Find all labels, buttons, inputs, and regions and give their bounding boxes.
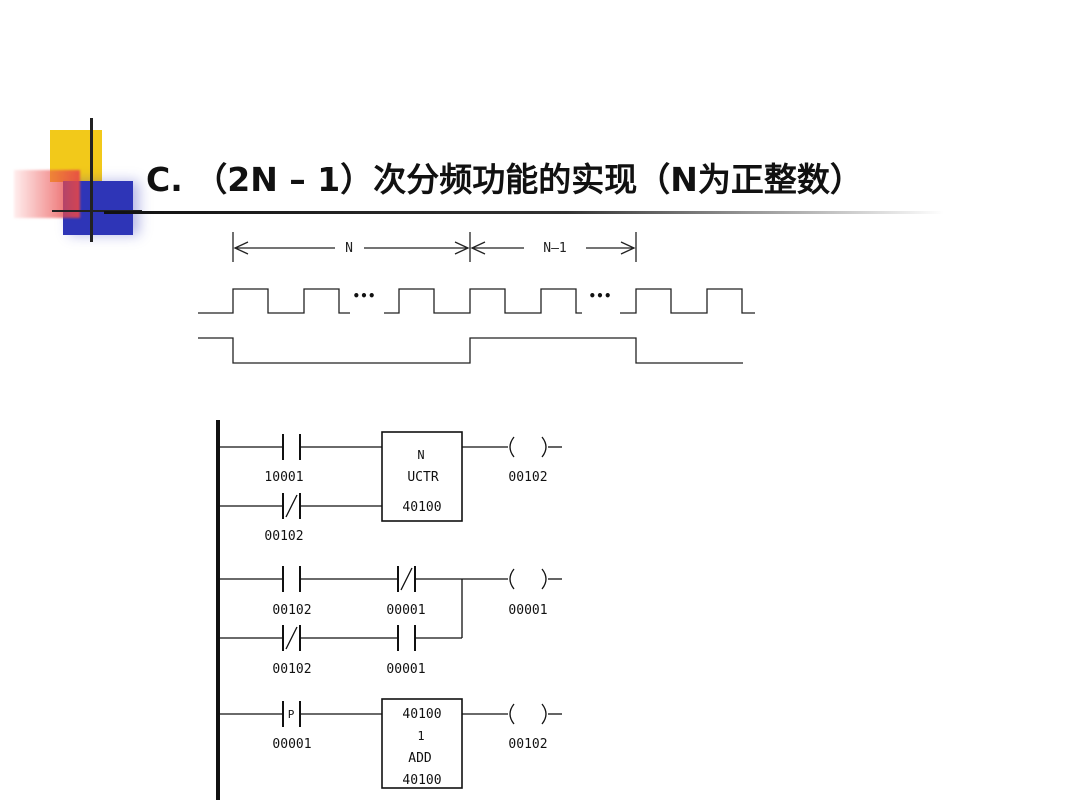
ladder-diagram: 10001 00102 N UCTR 40100 00102 xyxy=(216,420,562,800)
slide-title: C. （2N – 1）次分频功能的实现（N为正整数） xyxy=(146,160,863,199)
ellipsis-2: ••• xyxy=(588,289,611,303)
decor-vertical-line xyxy=(90,118,93,242)
contact-label-00102-nc: 00102 xyxy=(264,529,303,544)
input-clock-waveform-part3 xyxy=(620,288,755,314)
add-block-line3: ADD xyxy=(408,751,432,766)
rung-3 xyxy=(218,698,562,789)
uctr-block-line3: 40100 xyxy=(402,500,441,515)
title-underline xyxy=(104,211,944,214)
contact-label-10001: 10001 xyxy=(264,470,303,485)
add-block-line2: 1 xyxy=(417,729,424,743)
output-waveform xyxy=(198,337,743,364)
contact-label-00001-r2d: 00001 xyxy=(386,662,425,677)
input-clock-waveform-part2 xyxy=(384,288,582,314)
interval-label-n-minus-1: N—1 xyxy=(543,241,566,256)
ellipsis-1: ••• xyxy=(352,289,375,303)
coil-label-00102-r3: 00102 xyxy=(508,737,547,752)
contact-label-00001-r3: 00001 xyxy=(272,737,311,752)
dimension-markers xyxy=(232,232,637,262)
contact-marker-p: P xyxy=(288,708,295,721)
uctr-block xyxy=(381,431,463,522)
coil-label-00102: 00102 xyxy=(508,470,547,485)
uctr-block-line2: UCTR xyxy=(407,470,438,485)
timing-diagram: N N—1 ••• ••• xyxy=(198,232,755,364)
add-block-line4: 40100 xyxy=(402,773,441,788)
rung-2 xyxy=(218,566,562,651)
contact-label-00102-r2a: 00102 xyxy=(272,603,311,618)
decor-horizontal-line xyxy=(52,210,142,212)
interval-label-n: N xyxy=(345,241,353,256)
input-clock-waveform-part1 xyxy=(198,288,350,314)
uctr-block-line1: N xyxy=(417,448,424,462)
add-block xyxy=(381,698,463,789)
contact-label-00102-r2c: 00102 xyxy=(272,662,311,677)
contact-label-00001-r2b: 00001 xyxy=(386,603,425,618)
coil-label-00001: 00001 xyxy=(508,603,547,618)
rung-1 xyxy=(218,431,562,522)
add-block-line1: 40100 xyxy=(402,707,441,722)
